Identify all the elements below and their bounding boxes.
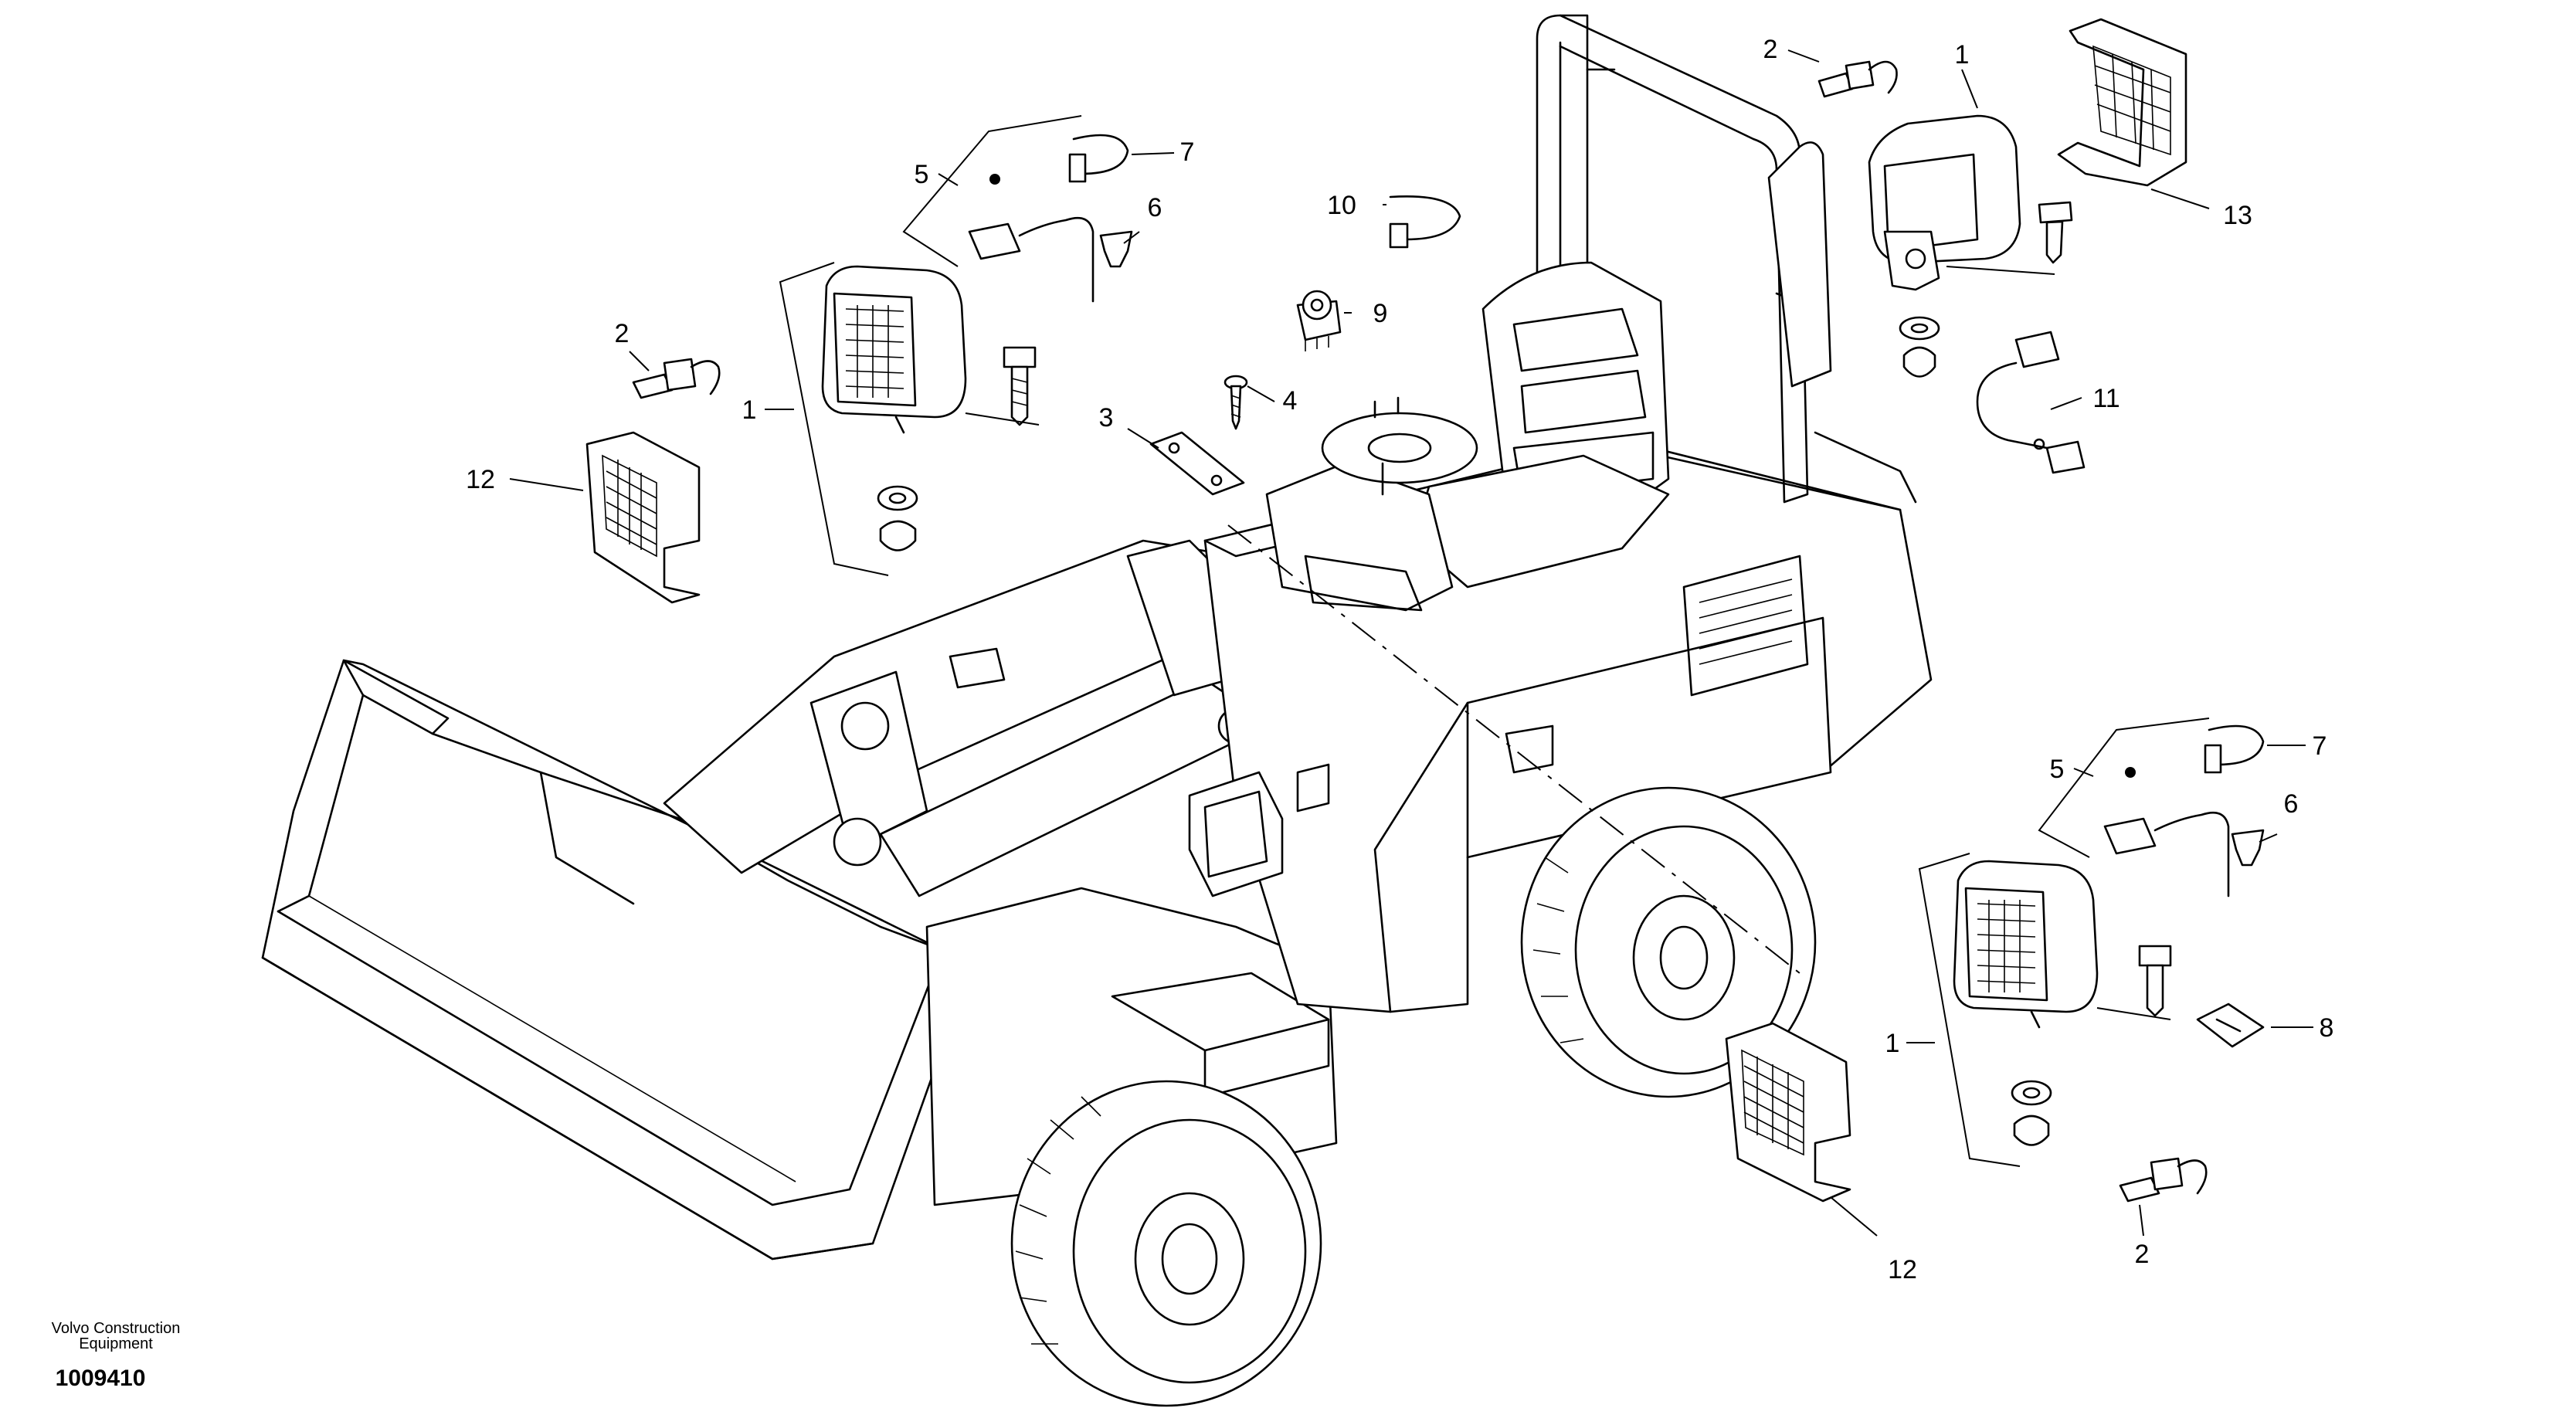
leader-bolt-rear bbox=[1946, 266, 2055, 275]
washer-nut-rear-icon bbox=[1899, 316, 1940, 378]
callout-2-top: 2 bbox=[1763, 35, 1778, 64]
grommet-right-icon bbox=[2231, 829, 2265, 867]
callout-2-left: 2 bbox=[615, 319, 630, 348]
organization-line-1: Volvo Construction bbox=[51, 1320, 181, 1337]
callout-3: 3 bbox=[1099, 403, 1114, 433]
callout-6-right: 6 bbox=[2284, 789, 2299, 819]
harness-left-icon bbox=[968, 174, 1095, 303]
wheel-loader-illustration bbox=[261, 14, 1933, 1407]
mounting-plate-icon bbox=[1149, 431, 1245, 496]
leader-bolt-right bbox=[2096, 1007, 2171, 1020]
callout-5-left: 5 bbox=[915, 160, 929, 189]
leader-bolt-left bbox=[965, 412, 1040, 426]
lamp-guard-right-icon bbox=[1725, 1022, 1851, 1203]
callout-1-right: 1 bbox=[1885, 1029, 1900, 1058]
lamp-guard-left-icon bbox=[585, 431, 701, 604]
callout-leaders bbox=[509, 49, 2313, 1237]
switch-icon bbox=[1296, 290, 1342, 351]
callout-4: 4 bbox=[1283, 386, 1298, 416]
harness-rear-icon bbox=[1976, 331, 2086, 474]
machine-front-lamp bbox=[1188, 763, 1330, 897]
washer-nut-left-icon bbox=[877, 485, 918, 551]
work-lamp-left-icon bbox=[821, 265, 967, 434]
operator-seat bbox=[1412, 261, 1670, 589]
callout-7-left: 7 bbox=[1180, 137, 1195, 167]
organization-label: Volvo Construction Equipment bbox=[31, 1321, 201, 1352]
callout-8: 8 bbox=[2320, 1013, 2334, 1043]
cable-tie-left-icon bbox=[1068, 134, 1129, 183]
rear-wheel bbox=[1520, 786, 1817, 1098]
callout-6-left: 6 bbox=[1148, 193, 1162, 222]
bolt-right-icon bbox=[2138, 945, 2172, 1017]
callout-1-rear: 1 bbox=[1955, 40, 1970, 70]
callout-7-right: 7 bbox=[2313, 731, 2327, 761]
callout-2-right: 2 bbox=[2135, 1240, 2150, 1269]
harness-right-icon bbox=[2103, 767, 2230, 897]
sensor-left-icon bbox=[632, 358, 721, 399]
document-number: 1009410 bbox=[55, 1366, 146, 1391]
sensor-right-icon bbox=[2119, 1157, 2208, 1203]
callout-10: 10 bbox=[1327, 191, 1356, 220]
cable-tie-center-icon bbox=[1389, 195, 1461, 249]
bracket-harness-right bbox=[2038, 718, 2210, 858]
lamp-guard-rear-icon bbox=[2057, 18, 2187, 187]
callout-5-right: 5 bbox=[2050, 755, 2065, 784]
callout-labels: 1 1 1 2 2 2 3 4 5 5 6 6 7 7 8 9 10 11 12… bbox=[466, 35, 2333, 1284]
exhaust-pipe bbox=[1767, 141, 1832, 388]
bracket-lamp-right bbox=[1918, 853, 2021, 1167]
clip-icon bbox=[2196, 1003, 2265, 1048]
cable-tie-right-icon bbox=[2204, 724, 2265, 774]
loader-arms bbox=[663, 539, 1254, 897]
callout-9: 9 bbox=[1373, 299, 1388, 328]
grommet-left-icon bbox=[1099, 230, 1133, 268]
organization-line-2: Equipment bbox=[79, 1335, 153, 1352]
sensor-top-icon bbox=[1817, 60, 1898, 98]
callout-1-left: 1 bbox=[742, 395, 757, 425]
callout-13: 13 bbox=[2223, 201, 2252, 230]
bolt-left-icon bbox=[1003, 346, 1037, 426]
dashboard-steering bbox=[1265, 396, 1478, 612]
reference-line bbox=[1227, 524, 1800, 974]
bracket-lamp-left bbox=[779, 262, 889, 576]
screw-icon bbox=[1224, 375, 1248, 430]
callout-12-left: 12 bbox=[466, 465, 495, 494]
front-wheel bbox=[1010, 1080, 1322, 1407]
bucket bbox=[261, 659, 959, 1260]
work-lamp-right-icon bbox=[1953, 860, 2099, 1029]
washer-nut-right-icon bbox=[2011, 1080, 2052, 1146]
bolt-rear-icon bbox=[2038, 201, 2073, 264]
callout-11: 11 bbox=[2092, 384, 2120, 413]
callout-12-right: 12 bbox=[1888, 1255, 1917, 1284]
work-lamp-rear-icon bbox=[1868, 114, 2021, 291]
bracket-harness-left bbox=[902, 115, 1082, 267]
